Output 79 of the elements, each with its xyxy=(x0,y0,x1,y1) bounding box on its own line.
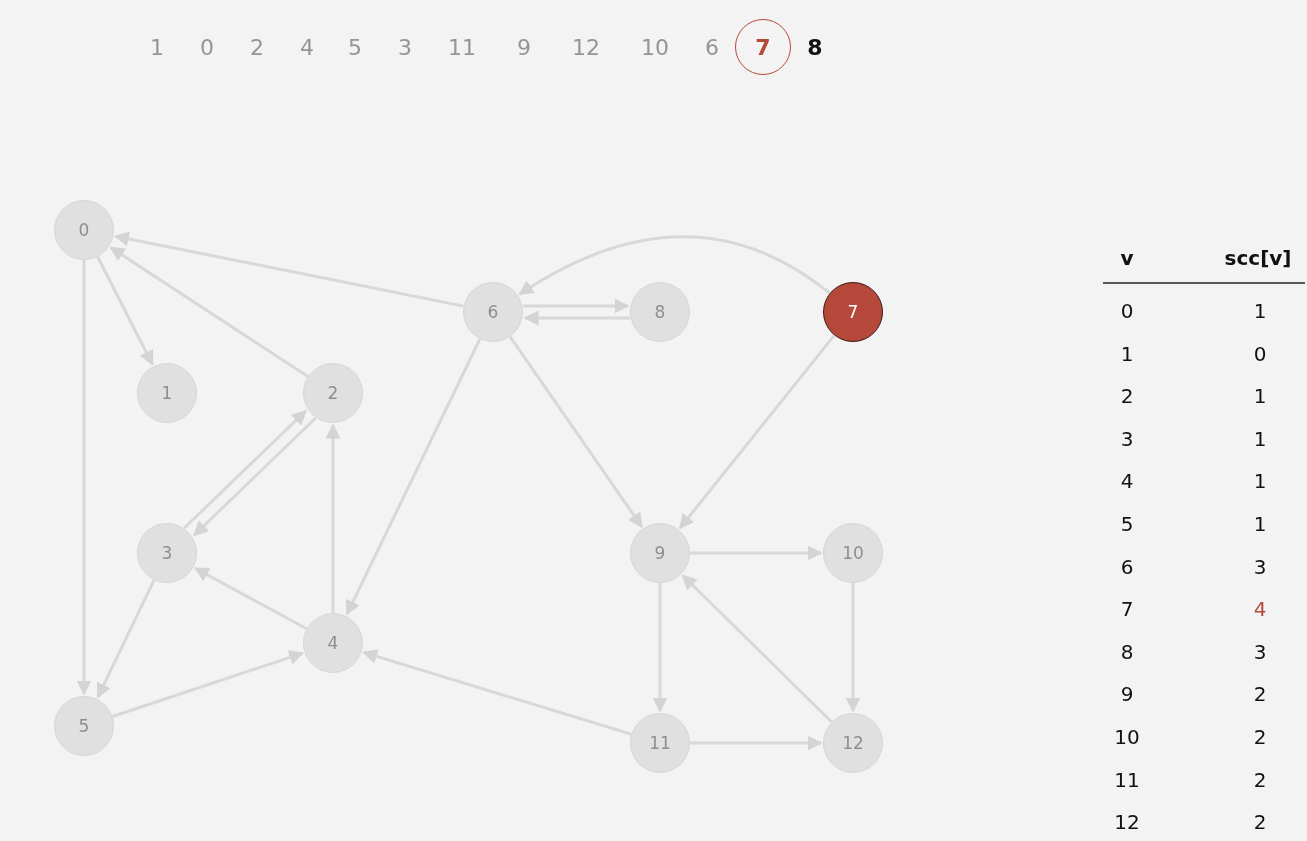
sequence-number: 11 xyxy=(448,34,476,60)
arrow xyxy=(362,649,632,736)
arrow xyxy=(681,574,833,723)
arrow xyxy=(96,579,156,699)
sequence-number: 5 xyxy=(348,34,362,60)
arrow xyxy=(325,423,341,613)
table-cell: 0 xyxy=(1253,341,1267,366)
arrow xyxy=(96,256,154,366)
arrow xyxy=(76,260,92,696)
table-cell: 11 xyxy=(1114,767,1140,792)
table-cell: 10 xyxy=(1114,725,1140,749)
vertex-label: 10 xyxy=(842,543,864,563)
arrow xyxy=(508,335,643,528)
vertex-label: 0 xyxy=(78,220,90,240)
table-cell: 12 xyxy=(1114,810,1140,835)
sequence-number: 3 xyxy=(398,34,412,60)
sequence-number: 2 xyxy=(250,34,264,60)
table-cell: 2 xyxy=(1253,767,1267,792)
table-cell: 7 xyxy=(1120,597,1134,622)
table-cell: 8 xyxy=(1120,639,1134,664)
vertex-label: 1 xyxy=(161,383,173,403)
arrow xyxy=(523,310,630,326)
table-cell: 9 xyxy=(1120,682,1134,707)
vertex-label: 5 xyxy=(78,716,90,736)
sequence-number: 1 xyxy=(150,34,164,60)
table-cell: 2 xyxy=(1253,682,1267,707)
vertex-label: 11 xyxy=(649,733,671,753)
vertex-label: 2 xyxy=(327,383,339,403)
vertex-label: 9 xyxy=(654,543,666,563)
sequence-number: 0 xyxy=(200,34,214,60)
arrow xyxy=(183,409,307,529)
arrow xyxy=(678,334,836,530)
table-cell: 3 xyxy=(1120,426,1134,451)
arrow xyxy=(518,235,831,296)
vertex-label: 4 xyxy=(327,633,339,653)
vertex-label: 7 xyxy=(755,34,771,60)
sequence-number: 10 xyxy=(641,34,669,60)
arrow xyxy=(345,338,482,616)
arrow xyxy=(193,417,317,537)
table-cell: 0 xyxy=(1120,299,1134,323)
sequence-number: 4 xyxy=(300,34,314,60)
table-cell: 3 xyxy=(1253,554,1267,579)
table-cell: 1 xyxy=(1120,341,1134,366)
table-cell: 1 xyxy=(1253,299,1267,323)
arrow xyxy=(652,583,668,713)
table-cell: 2 xyxy=(1253,810,1267,835)
arrow xyxy=(193,566,308,631)
vertex-circle xyxy=(823,282,883,342)
vertex-circle xyxy=(630,523,690,583)
arrow xyxy=(112,650,305,718)
column-header: v xyxy=(1120,246,1134,270)
vertex-label: 12 xyxy=(842,733,864,753)
vertex-label: 8 xyxy=(654,302,666,322)
vertex-label: 6 xyxy=(487,302,499,322)
table-cell: 2 xyxy=(1120,384,1134,409)
arrow xyxy=(690,545,823,561)
table-cell: 4 xyxy=(1253,597,1267,622)
table-cell: 1 xyxy=(1253,469,1267,494)
table-cell: 4 xyxy=(1120,469,1134,494)
arrow xyxy=(109,246,309,378)
table-cell: 1 xyxy=(1253,384,1267,409)
arrow xyxy=(113,231,464,308)
table-cell: 5 xyxy=(1120,512,1134,536)
sequence-number: 12 xyxy=(572,34,600,60)
arrow xyxy=(845,583,861,713)
vertex-circle xyxy=(137,523,197,583)
table-cell: 6 xyxy=(1120,554,1134,579)
vertex-label: 7 xyxy=(847,302,859,322)
table-cell: 1 xyxy=(1253,426,1267,451)
arrow xyxy=(690,735,823,751)
table-cell: 2 xyxy=(1253,725,1267,749)
sequence-number: 6 xyxy=(705,34,719,60)
table-cell: 1 xyxy=(1253,512,1267,536)
arrow xyxy=(523,298,630,314)
table-cell: 3 xyxy=(1253,639,1267,664)
sequence-number: 9 xyxy=(517,34,531,60)
vertex-label: 3 xyxy=(161,543,173,563)
column-header: scc[v] xyxy=(1224,246,1292,270)
sequence-number: 8 xyxy=(807,34,823,60)
